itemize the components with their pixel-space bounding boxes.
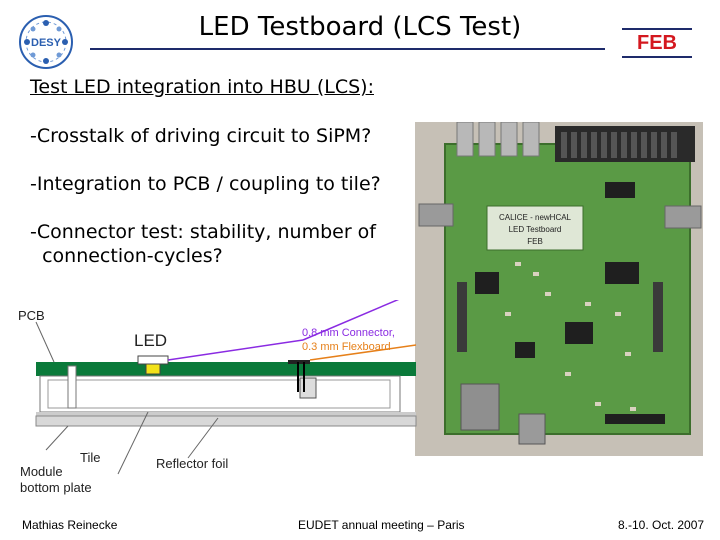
feb-rule-bottom xyxy=(622,56,692,58)
diagram-label-tile: Tile xyxy=(80,450,100,465)
photo-label-2: LED Testboard xyxy=(509,225,562,234)
bullet-3-cont: connection-cycles? xyxy=(30,245,223,267)
bullet-3: -Connector test: stability, number of xyxy=(30,221,376,243)
diagram-label-module-1: Module xyxy=(20,464,63,479)
feb-rule-top xyxy=(622,28,692,30)
footer-date: 8.-10. Oct. 2007 xyxy=(618,518,705,532)
led-testboard-photo: CALICE - newHCAL LED Testboard FEB xyxy=(415,121,703,456)
slide-title: LED Testboard (LCS Test) xyxy=(198,12,522,42)
footer-meeting: EUDET annual meeting – Paris xyxy=(298,518,465,532)
diagram-label-flexboard: 0.3 mm Flexboard xyxy=(302,341,391,353)
diagram-label-pcb: PCB xyxy=(18,308,45,323)
feb-label: FEB xyxy=(637,32,677,54)
photo-label-1: CALICE - newHCAL xyxy=(499,213,572,222)
desy-logo: DESY xyxy=(18,14,74,70)
heading: Test LED integration into HBU (LCS): xyxy=(30,76,374,98)
cross-section-diagram: PCB LED 0.8 mm Connector, 0.3 mm Flexboa… xyxy=(18,291,438,505)
footer-author: Mathias Reinecke xyxy=(22,518,118,532)
logo-text: DESY xyxy=(31,37,62,49)
diagram-label-reflector: Reflector foil xyxy=(156,456,228,471)
title-rule xyxy=(90,48,605,50)
bullet-1: -Crosstalk of driving circuit to SiPM? xyxy=(30,125,372,147)
diagram-label-module-2: bottom plate xyxy=(20,480,92,495)
diagram-label-led: LED xyxy=(134,331,167,350)
photo-label-3: FEB xyxy=(527,237,543,246)
diagram-label-connector: 0.8 mm Connector, xyxy=(302,327,395,339)
bullet-2: -Integration to PCB / coupling to tile? xyxy=(30,173,381,195)
